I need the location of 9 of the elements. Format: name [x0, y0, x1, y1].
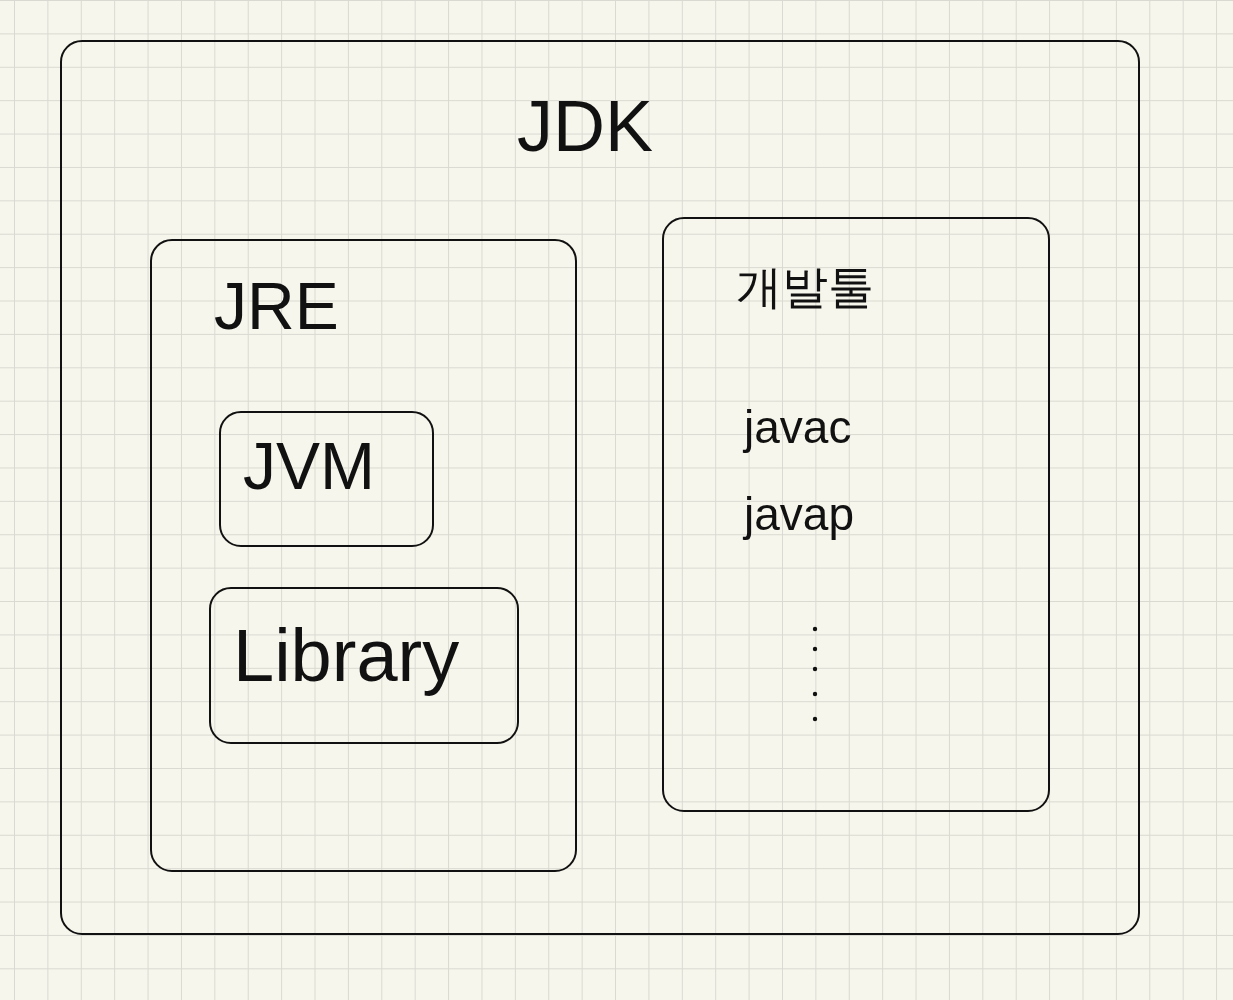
inner-box — [150, 239, 577, 872]
box-title: 개발툴 — [736, 264, 874, 310]
box-label: JVM — [243, 433, 375, 499]
box-title: JDK — [517, 90, 654, 162]
component-box — [209, 587, 519, 744]
tool-list-box — [662, 217, 1050, 812]
box-title: JRE — [214, 273, 339, 339]
component-box — [219, 411, 434, 547]
outer-box — [60, 40, 1140, 935]
